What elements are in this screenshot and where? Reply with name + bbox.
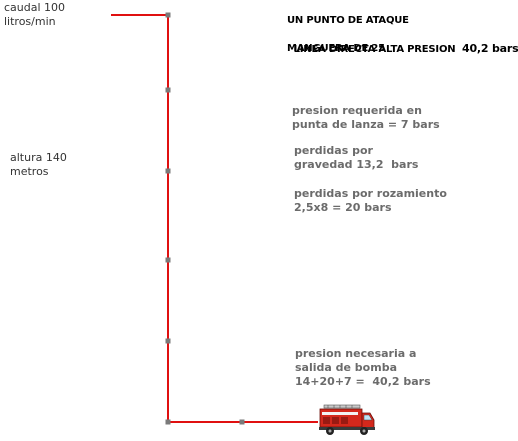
header-line-2-prefix: LINEA DIRECTA ALTA PRESION <box>293 44 456 55</box>
fire-truck-icon <box>319 404 375 435</box>
hose-line <box>111 14 318 423</box>
header-line-2: LINEA DIRECTA ALTA PRESION 40,2 bars <box>287 28 518 57</box>
height-label: altura 140 metros <box>10 151 67 178</box>
pump-pressure-note: presion necesaria a salida de bomba 14+2… <box>295 347 431 388</box>
header-line-1: UN PUNTO DE ATAQUE <box>287 15 409 26</box>
required-pressure-note: presion requerida en punta de lanza = 7 … <box>292 104 440 131</box>
hose-coupling <box>165 257 171 263</box>
hose-couplings <box>165 12 245 425</box>
hose-coupling <box>165 12 171 18</box>
hose-coupling <box>165 419 171 425</box>
hose-line-svg <box>111 12 375 435</box>
hose-coupling <box>165 168 171 174</box>
hose-coupling <box>239 419 245 425</box>
flow-rate-label: caudal 100 litros/min <box>4 1 66 28</box>
gravity-loss-note: perdidas por gravedad 13,2 bars <box>294 144 419 171</box>
header-line-2-value: 40,2 bars <box>462 42 518 55</box>
header-line-3: MANGUERA DE 25 <box>287 43 385 54</box>
hose-diagram <box>111 12 375 435</box>
friction-loss-note: perdidas por rozamiento 2,5x8 = 20 bars <box>294 187 447 214</box>
hose-coupling <box>165 338 171 344</box>
hose-coupling <box>165 87 171 93</box>
